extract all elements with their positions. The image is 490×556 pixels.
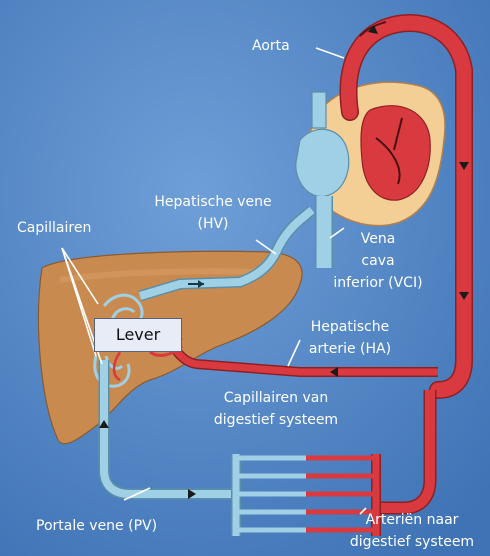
digestive-arteries-label-line2: digestief systeem xyxy=(336,531,488,553)
hepatic-vein-label: Hepatische vene (HV) xyxy=(138,191,288,235)
vena-cava-label-line1: Vena xyxy=(318,228,438,250)
digestive-capillaries-label-line1: Capillairen van xyxy=(196,387,356,409)
digestive-arteries-label: Arteriën naar digestief systeem xyxy=(336,509,488,553)
superior-vena-cava xyxy=(312,92,326,128)
aorta-label: Aorta xyxy=(252,35,290,57)
hepatic-artery-label: Hepatische arterie (HA) xyxy=(292,316,408,360)
vena-cava-label: Vena cava inferior (VCI) xyxy=(318,228,438,294)
liver-label: Lever xyxy=(94,318,182,352)
digestive-capillaries-label: Capillairen van digestief systeem xyxy=(196,387,356,431)
right-atrium xyxy=(296,129,349,196)
hepatic-artery-label-line1: Hepatische xyxy=(292,316,408,338)
vena-cava-label-line2: cava xyxy=(318,250,438,272)
digestive-arteries-label-line1: Arteriën naar xyxy=(336,509,488,531)
vena-cava-label-line3: inferior (VCI) xyxy=(318,272,438,294)
hepatic-vein-label-line1: Hepatische vene xyxy=(138,191,288,213)
portal-vein-label: Portale vene (PV) xyxy=(36,515,157,537)
hepatic-vein-label-line2: (HV) xyxy=(138,213,288,235)
capillaries-label: Capillairen xyxy=(17,217,91,239)
left-ventricle xyxy=(361,106,430,200)
hepatic-artery-label-line2: arterie (HA) xyxy=(292,338,408,360)
digestive-capillaries-label-line2: digestief systeem xyxy=(196,409,356,431)
